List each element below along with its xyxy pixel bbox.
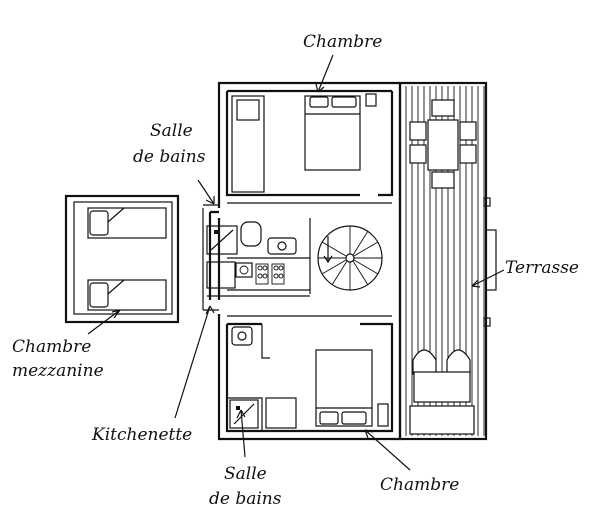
terrace: [398, 81, 497, 441]
top-bedroom-bed: [304, 95, 361, 171]
terrace-loungers: [409, 349, 475, 435]
label-salle-de-bains-top-line2: de bains: [133, 147, 206, 167]
kitchenette-area: [206, 261, 310, 297]
label-salle-de-bains-top-line1: Salle: [150, 121, 193, 141]
label-terrasse: Terrasse: [505, 258, 579, 278]
top-bedroom: [231, 93, 377, 193]
top-bathroom: [206, 221, 297, 255]
mezzanine-bed-bottom: [87, 279, 167, 311]
label-kitchenette: Kitchenette: [91, 425, 192, 445]
label-chambre-top: Chambre: [303, 32, 382, 52]
bottom-bedroom: [265, 349, 389, 429]
label-salle-de-bains-bottom-line2: de bains: [209, 489, 282, 509]
mezzanine-bed-top: [87, 207, 167, 239]
terrace-dining-set: [409, 99, 477, 189]
label-chambre-mezzanine-line1: Chambre: [12, 337, 91, 357]
label-chambre-mezzanine-line2: mezzanine: [12, 361, 104, 381]
bottom-bathroom: [229, 326, 259, 429]
main-building-walls: [202, 81, 402, 441]
mezzanine-annex: [64, 194, 180, 324]
bottom-bedroom-bed: [315, 349, 373, 427]
label-salle-de-bains-bottom-line1: Salle: [224, 464, 267, 484]
label-chambre-bottom: Chambre: [380, 475, 459, 495]
spiral-staircase: [317, 225, 383, 291]
